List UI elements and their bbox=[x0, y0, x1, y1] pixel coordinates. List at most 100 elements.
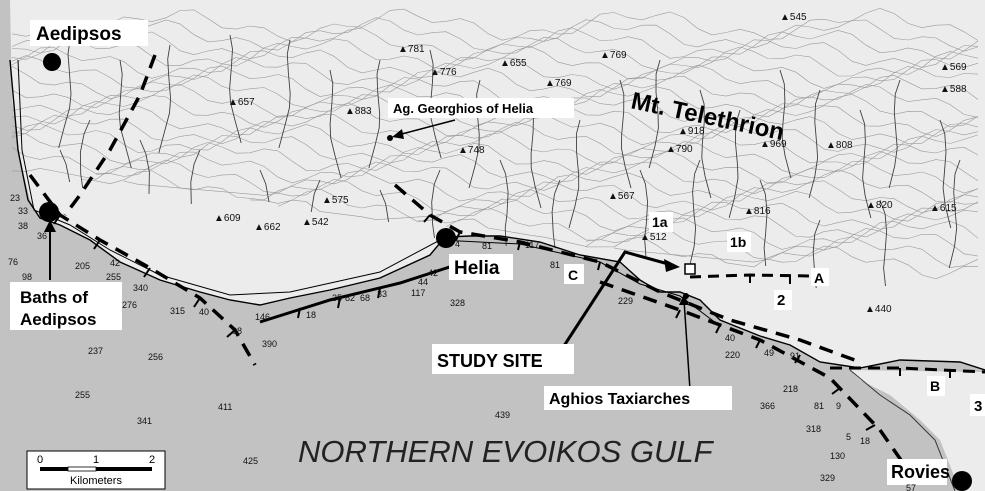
scale-tick-0: 0 bbox=[37, 454, 43, 466]
stream-line bbox=[368, 59, 381, 169]
scale-bar-segment-3 bbox=[96, 467, 152, 471]
depth-sounding-label: 425 bbox=[243, 456, 258, 466]
site-label-2: 2 bbox=[777, 292, 785, 309]
depth-sounding-label: 146 bbox=[255, 312, 270, 322]
depth-sounding-label: 35 bbox=[332, 293, 342, 303]
label-box-3 bbox=[970, 394, 985, 416]
label-box-b bbox=[927, 376, 945, 396]
stream-line bbox=[688, 159, 701, 269]
site-label-1b: 1b bbox=[730, 234, 746, 250]
scale-tick-2: 2 bbox=[149, 454, 155, 466]
stream-line bbox=[58, 39, 72, 149]
town-helia-dot bbox=[436, 228, 456, 248]
ag-georgios-pointer bbox=[397, 119, 456, 136]
contour-line bbox=[11, 102, 979, 137]
depth-sounding-label: 315 bbox=[170, 306, 185, 316]
stream-line bbox=[728, 109, 741, 219]
town-baths-dot bbox=[39, 202, 59, 222]
stream-line bbox=[468, 79, 481, 189]
depth-sounding-label: 218 bbox=[783, 384, 798, 394]
depth-sounding-label: 91 bbox=[790, 351, 800, 361]
peak-elevation-label: ▲512 bbox=[640, 232, 667, 243]
stream-line bbox=[79, 119, 91, 189]
aghios-taxiarches-arrowhead bbox=[679, 294, 689, 305]
peak-elevation-label: ▲657 bbox=[228, 97, 255, 108]
depth-sounding-label: 237 bbox=[88, 346, 103, 356]
site-label-b: B bbox=[930, 378, 940, 394]
fault-offshore-central bbox=[259, 260, 466, 324]
depth-sounding-label: 229 bbox=[618, 296, 633, 306]
scale-tick-1: 1 bbox=[93, 454, 99, 466]
contour-line bbox=[585, 236, 979, 268]
peak-elevation-label: ▲440 bbox=[865, 304, 892, 315]
peak-elevation-label: ▲790 bbox=[666, 144, 693, 155]
peak-elevation-label: ▲769 bbox=[545, 78, 572, 89]
label-box-a bbox=[811, 268, 829, 286]
stream-line bbox=[118, 59, 132, 169]
stream-line bbox=[888, 79, 901, 189]
peak-elevation-label: ▲820 bbox=[866, 200, 893, 211]
stream-line bbox=[639, 169, 649, 257]
east-shore bbox=[849, 369, 956, 491]
peak-elevation-label: ▲883 bbox=[345, 106, 372, 117]
depth-sounding-label: 255 bbox=[106, 272, 121, 282]
peak-elevation-label: ▲816 bbox=[744, 206, 771, 217]
contour-line bbox=[11, 55, 979, 90]
label-box-1a bbox=[649, 212, 673, 232]
depth-sounding-label: 18 bbox=[306, 310, 316, 320]
site-label-1a: 1a bbox=[652, 214, 668, 230]
depth-sounding-label: 117 bbox=[411, 288, 425, 298]
label-box-c bbox=[564, 264, 584, 284]
stream-line bbox=[329, 69, 342, 179]
contour-line bbox=[11, 17, 979, 52]
depth-sounding-label: 366 bbox=[760, 401, 775, 411]
stream-line bbox=[551, 179, 561, 249]
peak-elevations: ▲781▲776▲655▲769▲769▲545▲569▲588▲657▲883… bbox=[214, 12, 967, 315]
stream-line bbox=[139, 139, 150, 195]
depth-sounding-label: 44 bbox=[418, 277, 428, 287]
town-aedipsos-label: Aedipsos bbox=[36, 24, 122, 45]
fault-helia-coast bbox=[393, 183, 861, 364]
stream-line bbox=[259, 169, 270, 203]
stream-line bbox=[158, 44, 172, 154]
faults bbox=[28, 54, 985, 482]
contour-line bbox=[11, 7, 979, 43]
label-box-rovies bbox=[887, 459, 947, 485]
peak-elevation-label: ▲776 bbox=[430, 67, 457, 78]
label-box-aedipsos bbox=[30, 20, 148, 46]
depth-sounding-label: 329 bbox=[820, 473, 835, 483]
depth-sounding-label: 328 bbox=[450, 298, 465, 308]
stream-line bbox=[310, 179, 321, 213]
peak-elevation-label: ▲655 bbox=[500, 58, 527, 69]
town-aedipsos-dot bbox=[43, 53, 61, 71]
fault-ticks bbox=[53, 214, 951, 431]
stream-line bbox=[229, 34, 242, 144]
depth-sounding-label: 38 bbox=[18, 221, 28, 231]
peak-elevation-label: ▲545 bbox=[780, 12, 807, 23]
ag-georgios-arrowhead bbox=[392, 129, 404, 139]
site-label-a: A bbox=[814, 270, 824, 286]
land-east-peninsula bbox=[850, 370, 985, 491]
stream-line bbox=[759, 179, 768, 267]
depth-sounding-label: 5 bbox=[846, 432, 851, 442]
church-aghios-taxiarches-dot bbox=[683, 293, 689, 299]
depth-sounding-label: 40 bbox=[199, 307, 209, 317]
land-area bbox=[0, 0, 985, 370]
scale-bar: 0 1 2 Kilometers bbox=[26, 450, 166, 490]
contour-line bbox=[11, 27, 979, 61]
stream-line bbox=[648, 59, 661, 169]
fault-aedipsos-north bbox=[63, 54, 157, 217]
scale-unit-label: Kilometers bbox=[70, 475, 122, 487]
depth-sounding-label: 255 bbox=[75, 390, 90, 400]
town-rovies-dot bbox=[952, 471, 972, 491]
contour-line bbox=[11, 64, 979, 100]
peak-elevation-label: ▲781 bbox=[398, 44, 425, 55]
stream-line bbox=[379, 189, 390, 223]
stream-line bbox=[879, 199, 888, 287]
depth-sounding-label: 18 bbox=[860, 436, 870, 446]
contour-line bbox=[417, 207, 979, 241]
study-site-marker bbox=[684, 263, 696, 275]
contour-line bbox=[123, 179, 979, 214]
contour-line bbox=[11, 45, 979, 80]
depth-sounding-label: 256 bbox=[148, 352, 163, 362]
